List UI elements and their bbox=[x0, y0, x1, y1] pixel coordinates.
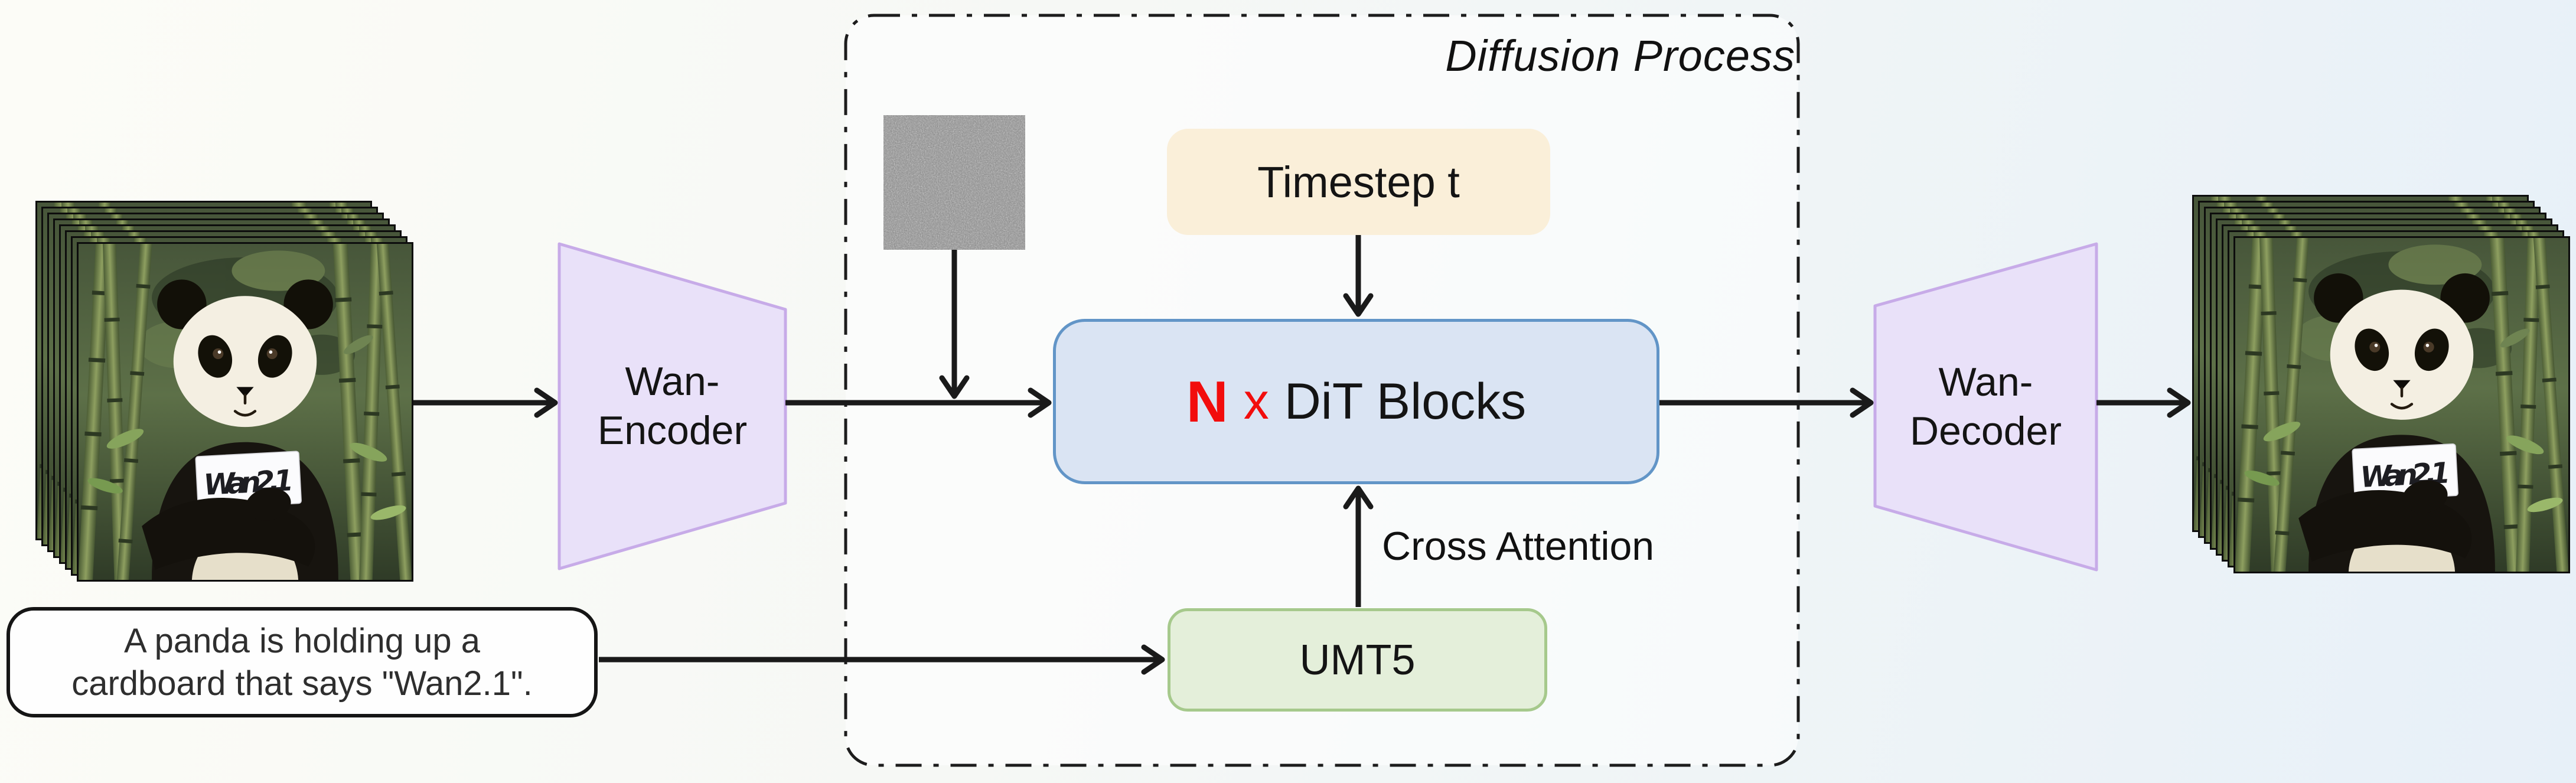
wan-decoder-label: Wan- Decoder bbox=[1875, 244, 2096, 570]
wan-encoder-label: Wan- Encoder bbox=[559, 244, 785, 569]
output-video-frames bbox=[2192, 195, 2571, 575]
wan-decoder-shape bbox=[1873, 242, 2098, 572]
dit-label: DiT Blocks bbox=[1284, 373, 1527, 430]
noise-image bbox=[883, 115, 1025, 250]
decoder-line2: Decoder bbox=[1909, 409, 2062, 454]
decoder-line1: Wan- bbox=[1938, 360, 2033, 405]
input-video-frames bbox=[35, 201, 415, 583]
umt5-node: UMT5 bbox=[1168, 608, 1547, 712]
prompt-line1: A panda is holding up a bbox=[123, 621, 481, 660]
encoder-line1: Wan- bbox=[625, 359, 720, 404]
cross-attention-label: Cross Attention bbox=[1382, 524, 1655, 569]
timestep-node: Timestep t bbox=[1167, 129, 1550, 235]
video-frame bbox=[2233, 236, 2570, 573]
dit-times: x bbox=[1243, 373, 1269, 430]
timestep-label: Timestep t bbox=[1257, 157, 1460, 207]
dit-count: N bbox=[1186, 368, 1228, 434]
umt5-label: UMT5 bbox=[1299, 636, 1416, 684]
encoder-line2: Encoder bbox=[597, 408, 748, 453]
dit-blocks-node: N x DiT Blocks bbox=[1053, 319, 1659, 484]
wan-encoder-shape bbox=[557, 242, 787, 570]
diffusion-process-title: Diffusion Process bbox=[1445, 31, 1795, 80]
text-prompt-box: A panda is holding up a cardboard that s… bbox=[6, 607, 598, 717]
video-frame bbox=[77, 242, 413, 582]
prompt-line2: cardboard that says "Wan2.1". bbox=[71, 664, 533, 703]
